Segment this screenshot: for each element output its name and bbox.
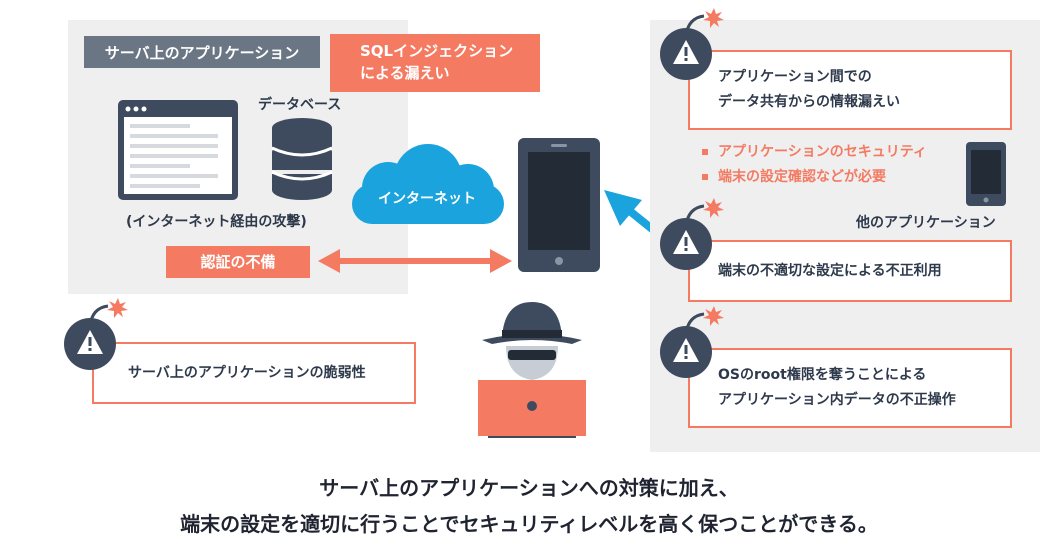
hacker-icon	[478, 302, 586, 438]
setting-callout: 端末の不適切な設定による不正利用	[688, 240, 1012, 302]
share-callout-line-2: データ共有からの情報漏えい	[718, 94, 900, 110]
database-label: データベース	[258, 97, 342, 113]
vuln-callout: サーバ上のアプリケーションの脆弱性	[92, 342, 416, 404]
smartphone-small-icon	[966, 142, 1006, 206]
bullet-item: 端末の設定確認などが必要	[702, 165, 927, 190]
bullet-list: アプリケーションのセキュリティ 端末の設定確認などが必要	[702, 140, 927, 190]
database-icon	[271, 118, 333, 200]
caption-line-2: 端末の設定を適切に行うことでセキュリティレベルを高く保つことができる。	[180, 512, 878, 536]
caption-line-1: サーバ上のアプリケーションへの対策に加え、	[319, 476, 739, 500]
root-callout-line-2: アプリケーション内データの不正操作	[718, 392, 956, 408]
attack-label: (インターネット経由の攻撃)	[126, 214, 307, 230]
sql-injection-tag: SQLインジェクション による漏えい	[330, 34, 540, 92]
root-callout-line-1: OSのroot権限を奪うことによる	[718, 367, 927, 383]
vuln-callout-text: サーバ上のアプリケーションの脆弱性	[128, 364, 366, 381]
share-callout-line-1: アプリケーション間での	[718, 69, 872, 85]
cloud-label: インターネット	[378, 191, 476, 207]
browser-window-icon	[118, 100, 238, 200]
bomb-warning-icon	[660, 8, 724, 80]
bomb-warning-icon	[64, 298, 128, 370]
auth-tag: 認証の不備	[166, 246, 310, 278]
share-callout: アプリケーション間での データ共有からの情報漏えい	[688, 50, 1012, 130]
other-app-label: 他のアプリケーション	[856, 215, 996, 231]
server-app-tag: サーバ上のアプリケーション	[84, 36, 320, 68]
bullet-item: アプリケーションのセキュリティ	[702, 140, 927, 165]
sql-injection-line-2: による漏えい	[360, 64, 450, 82]
cloud-icon	[352, 144, 504, 224]
bomb-warning-icon	[660, 306, 724, 378]
sql-injection-line-1: SQLインジェクション	[360, 42, 514, 60]
bomb-warning-icon	[660, 198, 724, 270]
double-arrow-icon	[318, 249, 512, 273]
setting-callout-text: 端末の不適切な設定による不正利用	[718, 262, 942, 279]
smartphone-icon	[518, 138, 600, 272]
root-callout: OSのroot権限を奪うことによる アプリケーション内データの不正操作	[688, 348, 1012, 428]
